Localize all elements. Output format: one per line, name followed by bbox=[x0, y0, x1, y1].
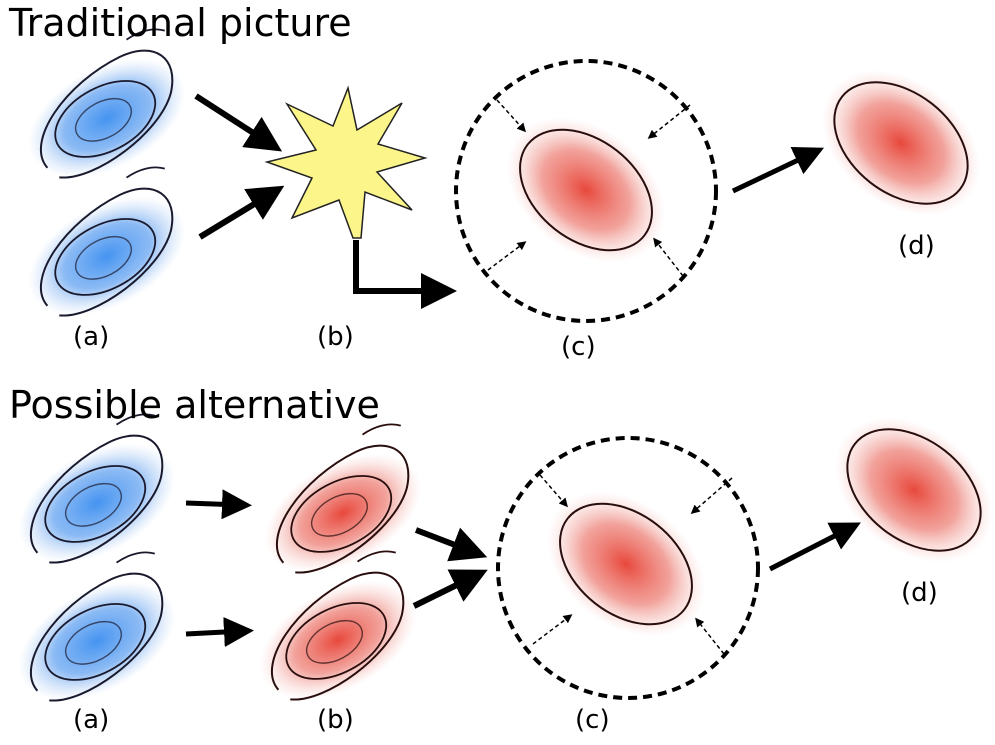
small-arrow bbox=[690, 477, 733, 514]
arrow bbox=[353, 240, 457, 309]
small-arrow bbox=[532, 614, 573, 645]
panel-title-traditional: Traditional picture bbox=[9, 1, 352, 45]
small-arrow bbox=[496, 99, 527, 133]
small-arrow bbox=[539, 474, 568, 508]
arrow bbox=[185, 617, 254, 648]
arrow bbox=[412, 569, 488, 609]
label-d: (d) bbox=[898, 231, 935, 261]
red-elliptical-galaxy bbox=[834, 417, 994, 563]
small-arrow bbox=[487, 241, 527, 271]
label-b: (b) bbox=[317, 705, 354, 735]
blue-spiral-galaxy bbox=[28, 28, 186, 179]
label-a: (a) bbox=[73, 705, 110, 735]
arrow bbox=[414, 527, 488, 562]
label-b: (b) bbox=[317, 322, 354, 352]
red-elliptical-galaxy bbox=[506, 117, 666, 263]
arrow bbox=[194, 93, 283, 152]
small-arrow bbox=[653, 237, 684, 277]
panel-title-alternative: Possible alternative bbox=[9, 383, 380, 427]
red-elliptical-galaxy bbox=[546, 491, 706, 637]
small-arrow bbox=[695, 617, 725, 655]
blue-spiral-galaxy bbox=[18, 413, 176, 564]
arrow bbox=[768, 522, 861, 572]
red-spiral-galaxy bbox=[264, 423, 422, 574]
arrow bbox=[198, 185, 285, 240]
dashed-halo bbox=[496, 436, 760, 700]
dashed-halo bbox=[454, 59, 718, 323]
blue-spiral-galaxy bbox=[18, 551, 176, 702]
red-elliptical-galaxy bbox=[821, 70, 981, 216]
label-c: (c) bbox=[561, 332, 596, 362]
arrow bbox=[185, 489, 252, 520]
red-spiral-galaxy bbox=[259, 550, 417, 701]
label-c: (c) bbox=[575, 705, 610, 735]
blue-spiral-galaxy bbox=[28, 166, 186, 317]
small-arrow bbox=[647, 104, 691, 139]
arrow bbox=[731, 147, 825, 194]
label-d: (d) bbox=[901, 578, 938, 608]
collision-star-icon bbox=[264, 85, 428, 239]
label-a: (a) bbox=[73, 322, 110, 352]
